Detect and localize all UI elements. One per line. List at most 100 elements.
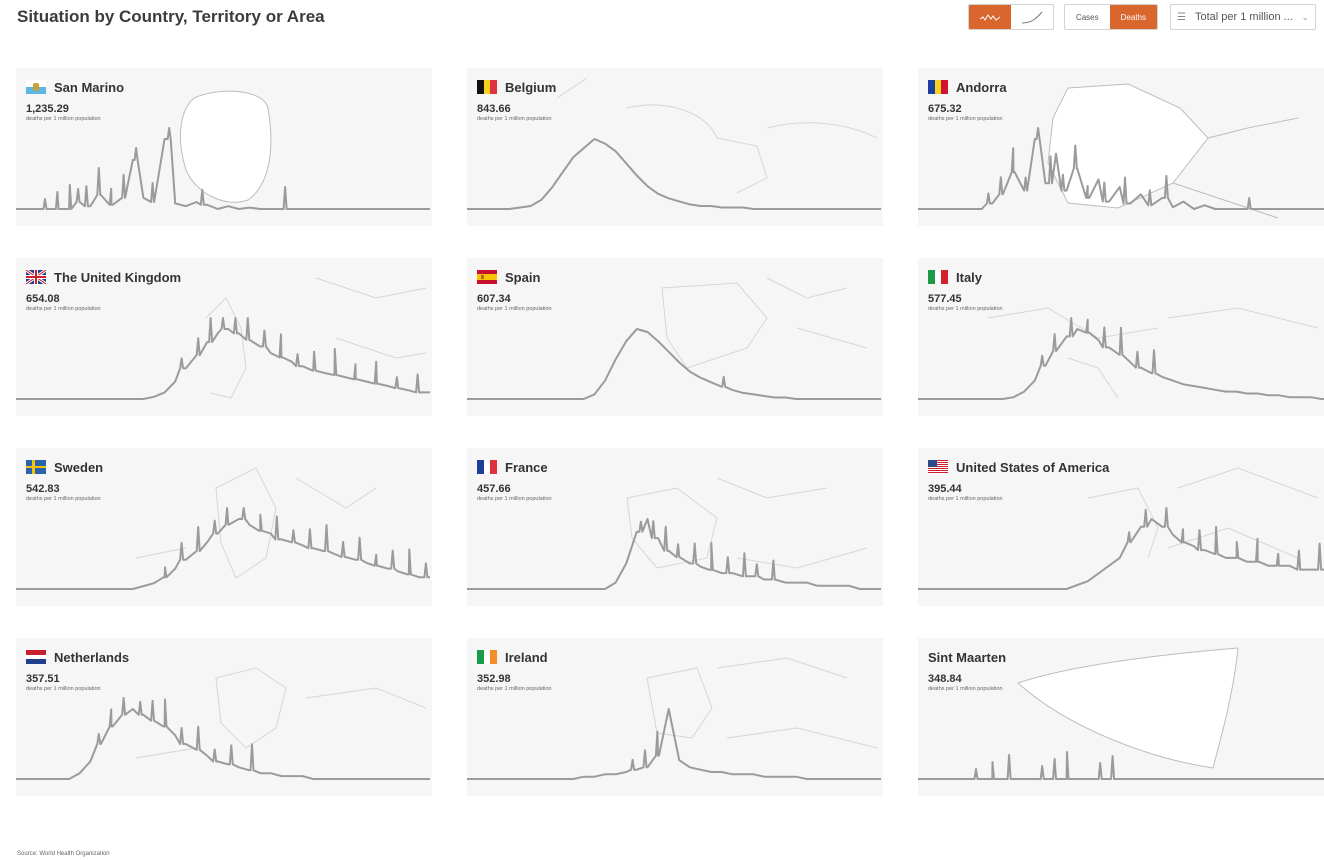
map-outline — [1087, 487, 1159, 559]
map-outline — [716, 477, 828, 499]
be-flag-icon — [477, 80, 497, 94]
country-value: 654.08 — [26, 293, 60, 305]
value-unit: deaths per 1 million population — [477, 116, 552, 122]
map-outline — [726, 727, 878, 749]
map-outline — [305, 687, 427, 709]
country-name: Andorra — [956, 79, 1007, 95]
value-unit: deaths per 1 million population — [928, 306, 1003, 312]
country-name: Spain — [505, 269, 541, 285]
chevron-down-icon: ⌄ — [1301, 11, 1309, 22]
value-unit: deaths per 1 million population — [26, 116, 101, 122]
cumulative-mode-button[interactable] — [1011, 5, 1053, 29]
series-line — [467, 138, 881, 210]
map-outline — [556, 77, 588, 99]
country-name: Sint Maarten — [928, 649, 1007, 665]
country-name: United States of America — [956, 459, 1110, 475]
deaths-button[interactable]: Deaths — [1109, 5, 1157, 29]
series-line — [16, 317, 430, 400]
value-unit: deaths per 1 million population — [928, 116, 1003, 122]
fr-flag-icon — [477, 460, 497, 474]
map-outline — [295, 477, 377, 509]
value-unit: deaths per 1 million population — [928, 496, 1003, 502]
country-value: 357.51 — [26, 673, 60, 685]
series-line — [918, 507, 1324, 590]
map-outline — [1172, 182, 1279, 219]
map-outline — [1047, 83, 1209, 209]
trend-chart — [16, 467, 430, 590]
map-outline — [1067, 357, 1119, 399]
chart-mode-toggle — [967, 4, 1054, 30]
map-outline — [661, 282, 768, 369]
trend-chart — [16, 277, 430, 400]
map-outline — [135, 547, 187, 559]
country-name: The United Kingdom — [54, 269, 182, 285]
map-outline — [135, 747, 197, 759]
trend-chart — [467, 277, 881, 400]
country-value: 1,235.29 — [26, 103, 69, 115]
trend-chart — [918, 647, 1324, 780]
value-unit: deaths per 1 million population — [26, 496, 101, 502]
source-note: Source: World Health Organization — [17, 851, 110, 857]
metric-toggle: Cases Deaths — [1063, 4, 1158, 30]
trend-chart — [16, 90, 430, 210]
country-name: Ireland — [505, 649, 548, 665]
value-unit: deaths per 1 million population — [928, 686, 1003, 692]
series-line — [467, 518, 881, 590]
map-outline — [716, 657, 848, 679]
series-line — [16, 697, 430, 780]
trend-chart — [467, 477, 881, 590]
map-outline — [1207, 117, 1299, 139]
ad-flag-icon — [928, 80, 948, 94]
trend-chart — [467, 77, 881, 210]
country-value: 348.84 — [928, 673, 962, 685]
trend-chart — [918, 307, 1324, 400]
country-value: 542.83 — [26, 483, 60, 495]
value-unit: deaths per 1 million population — [477, 306, 552, 312]
map-outline — [766, 277, 848, 299]
cumulative-curve-icon — [1021, 11, 1043, 24]
ie-flag-icon — [477, 650, 497, 664]
trend-chart — [16, 667, 430, 780]
metric-dropdown[interactable]: ☰ Total per 1 million ... ⌄ — [1170, 4, 1316, 30]
country-value: 457.66 — [477, 483, 511, 495]
series-line — [918, 127, 1324, 210]
country-name: Belgium — [505, 79, 557, 95]
series-line — [16, 127, 430, 210]
se-flag-icon — [26, 460, 46, 474]
map-outline — [766, 122, 878, 139]
map-outline — [215, 467, 277, 579]
map-outline — [987, 307, 1159, 339]
country-name: Sweden — [54, 459, 104, 475]
map-outline — [1177, 467, 1319, 499]
country-value: 352.98 — [477, 673, 511, 685]
country-name: Italy — [956, 269, 983, 285]
country-name: Netherlands — [54, 649, 130, 665]
toolbar: Cases Deaths ☰ Total per 1 million ... ⌄ — [967, 4, 1316, 30]
map-outline — [626, 487, 718, 569]
value-unit: deaths per 1 million population — [26, 306, 101, 312]
map-outline — [646, 667, 713, 739]
cases-button[interactable]: Cases — [1075, 12, 1099, 22]
page-title: Situation by Country, Territory or Area — [17, 7, 325, 26]
daily-mode-button[interactable] — [968, 5, 1011, 29]
series-line — [467, 708, 881, 780]
